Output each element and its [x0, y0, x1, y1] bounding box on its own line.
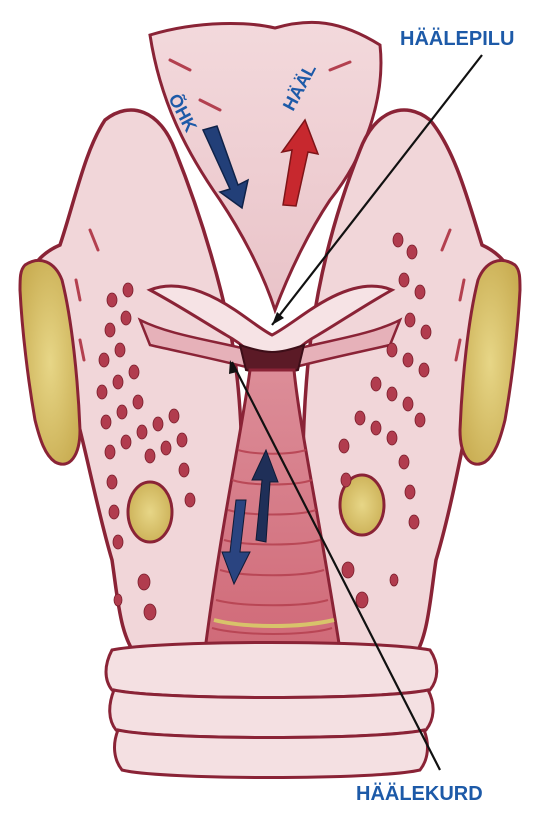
label-haalepilu: HÄÄLEPILU — [400, 27, 514, 50]
left-round-pad — [128, 482, 172, 542]
pointer-arrowhead-top — [272, 312, 284, 325]
label-haalekurd: HÄÄLEKURD — [356, 782, 483, 805]
tracheal-rings-bottom — [106, 643, 437, 778]
